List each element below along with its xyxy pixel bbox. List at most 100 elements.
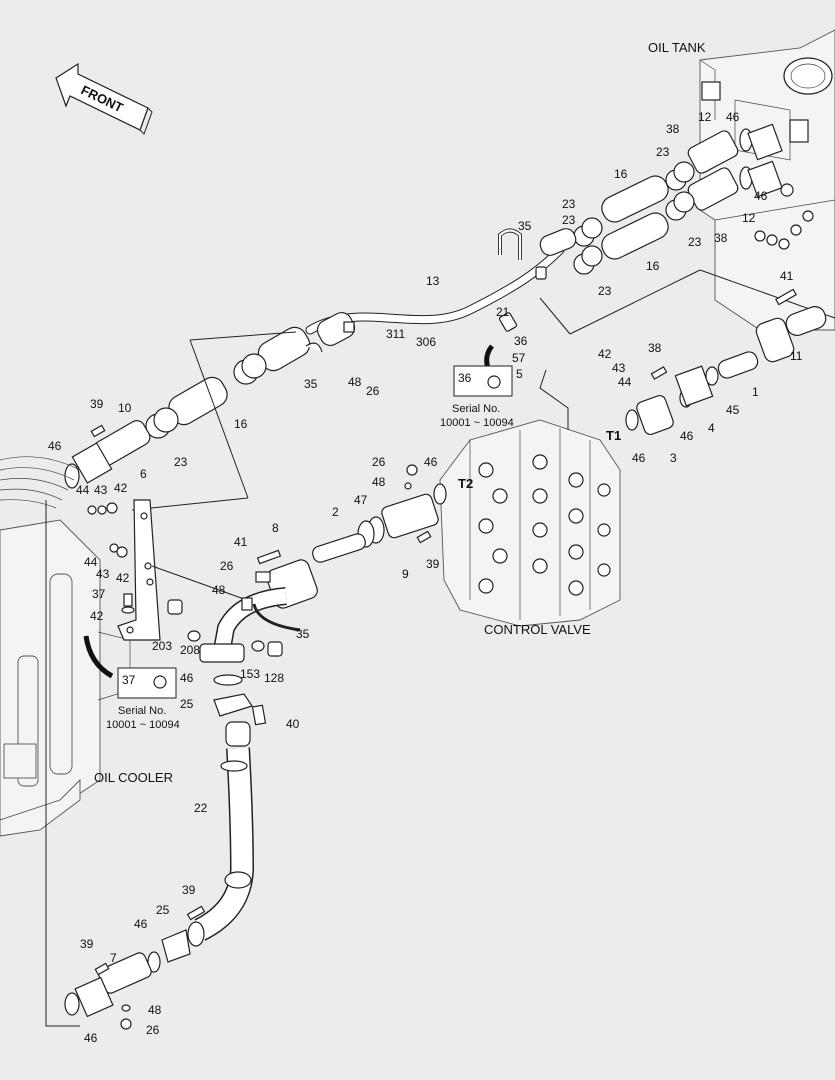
callout: 43 bbox=[612, 361, 626, 375]
callout: 23 bbox=[656, 145, 670, 159]
callout: 37 bbox=[92, 587, 106, 601]
callout: 47 bbox=[354, 493, 368, 507]
callout: 23 bbox=[562, 213, 576, 227]
callout: 16 bbox=[234, 417, 248, 431]
callout: 44 bbox=[84, 555, 98, 569]
callout: 42 bbox=[598, 347, 612, 361]
callout: 46 bbox=[84, 1031, 98, 1045]
callout: 48 bbox=[372, 475, 386, 489]
hose-clamps-upper bbox=[573, 161, 695, 275]
note-1-part: 36 bbox=[458, 371, 472, 385]
callout: 36 bbox=[514, 334, 528, 348]
callout: 48 bbox=[348, 375, 362, 389]
callout: 44 bbox=[76, 483, 90, 497]
mounting-bracket bbox=[117, 499, 259, 641]
tank-fittings bbox=[754, 210, 814, 250]
callout: 46 bbox=[680, 429, 694, 443]
callout: 203 bbox=[152, 639, 172, 653]
callout: 8 bbox=[272, 521, 279, 535]
upper-return-hoses bbox=[573, 161, 695, 275]
cooler-leaders bbox=[45, 500, 80, 1027]
callout: 48 bbox=[148, 1003, 162, 1017]
valve-spool-caps bbox=[478, 454, 611, 596]
callout: 16 bbox=[646, 259, 660, 273]
callout: 42 bbox=[116, 571, 130, 585]
callout: 128 bbox=[264, 671, 284, 685]
oil-tank-title: OIL TANK bbox=[648, 40, 706, 55]
callout: 39 bbox=[182, 883, 196, 897]
callout: 6 bbox=[140, 467, 147, 481]
callout: 45 bbox=[726, 403, 740, 417]
callout: 7 bbox=[110, 951, 117, 965]
callout: 38 bbox=[666, 122, 680, 136]
callout: 21 bbox=[496, 305, 510, 319]
t1-port-assembly bbox=[625, 288, 827, 436]
note-2-serial-range: 10001 ~ 10094 bbox=[106, 719, 180, 731]
callout: 48 bbox=[212, 583, 226, 597]
callout: 41 bbox=[780, 269, 794, 283]
control-valve-title: CONTROL VALVE bbox=[484, 622, 591, 637]
callout: 44 bbox=[618, 375, 632, 389]
callout: 26 bbox=[146, 1023, 160, 1037]
callout: 38 bbox=[714, 231, 728, 245]
callout: 40 bbox=[286, 717, 300, 731]
callout: 9 bbox=[402, 567, 409, 581]
callout: 26 bbox=[366, 384, 380, 398]
note-2-part: 37 bbox=[122, 673, 136, 687]
callout: 39 bbox=[90, 397, 104, 411]
callout: 12 bbox=[698, 110, 712, 124]
callout: 46 bbox=[726, 110, 740, 124]
callout: 46 bbox=[48, 439, 62, 453]
callout: 25 bbox=[180, 697, 194, 711]
callout: 311 bbox=[386, 327, 405, 341]
note-1-serial-range: 10001 ~ 10094 bbox=[440, 417, 514, 429]
serial-note-2: 37 Serial No. 10001 ~ 10094 bbox=[106, 667, 180, 731]
lower-hose-assembly bbox=[161, 674, 267, 963]
callout: 35 bbox=[518, 219, 532, 233]
callout: 39 bbox=[80, 937, 94, 951]
callout: 26 bbox=[372, 455, 386, 469]
callout: 25 bbox=[156, 903, 170, 917]
callout: 23 bbox=[598, 284, 612, 298]
callout: 42 bbox=[114, 481, 128, 495]
callout: 38 bbox=[648, 341, 662, 355]
callout: 42 bbox=[90, 609, 104, 623]
note-1-serial-label: Serial No. bbox=[452, 403, 500, 415]
callout: 3 bbox=[670, 451, 677, 465]
callout: 12 bbox=[742, 211, 756, 225]
callout: 16 bbox=[614, 167, 628, 181]
callout: 13 bbox=[426, 274, 440, 288]
return-hose-mid bbox=[145, 326, 323, 439]
cooler-lower-adapter bbox=[64, 951, 161, 1030]
callout: 153 bbox=[240, 667, 260, 681]
callout: 46 bbox=[754, 189, 768, 203]
callout: 1 bbox=[752, 385, 759, 399]
callout: 35 bbox=[304, 377, 318, 391]
t2-port-assembly bbox=[312, 464, 447, 563]
callout: 46 bbox=[424, 455, 438, 469]
callout: 43 bbox=[94, 483, 108, 497]
callout: 39 bbox=[426, 557, 440, 571]
serial-note-1: 36 Serial No. 10001 ~ 10094 bbox=[440, 365, 514, 429]
cooler-hardware bbox=[83, 344, 495, 679]
oil-cooler bbox=[0, 456, 131, 837]
callout: 5 bbox=[516, 367, 523, 381]
callout: 23 bbox=[174, 455, 188, 469]
callout: 11 bbox=[790, 349, 803, 363]
front-arrow: FRONT bbox=[55, 62, 153, 135]
callout: 57 bbox=[512, 351, 526, 365]
callout: 4 bbox=[708, 421, 715, 435]
main-return-pipe bbox=[305, 228, 577, 347]
t1-port-label: T1 bbox=[606, 428, 621, 443]
callout: 22 bbox=[194, 801, 208, 815]
callout: 10 bbox=[118, 401, 132, 415]
tank-hose-adapters bbox=[687, 123, 783, 211]
callout: 306 bbox=[416, 335, 436, 349]
callout: 35 bbox=[296, 627, 310, 641]
callout: 26 bbox=[220, 559, 234, 573]
callout: 46 bbox=[632, 451, 646, 465]
callout: 43 bbox=[96, 567, 110, 581]
note-2-serial-label: Serial No. bbox=[118, 705, 166, 717]
cooler-upper-adapter bbox=[64, 420, 151, 489]
